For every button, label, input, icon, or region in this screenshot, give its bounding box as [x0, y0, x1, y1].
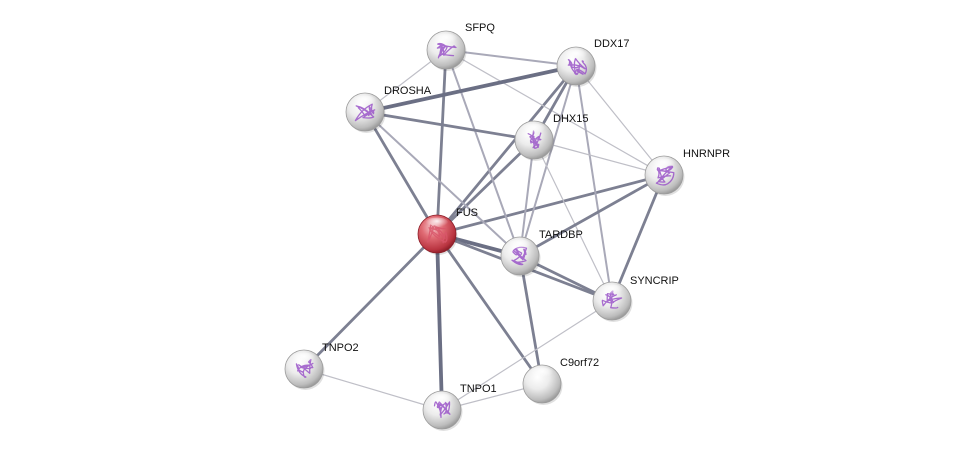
- edge-ddx17-tardbp[interactable]: [519, 65, 577, 257]
- edge-hnrnpr-tardbp[interactable]: [518, 173, 666, 258]
- node-hnrnpr[interactable]: HNRNPR: [644, 148, 730, 196]
- edge-syncrip-tnpo1[interactable]: [441, 300, 613, 411]
- node-label-sfpq: SFPQ: [465, 22, 495, 34]
- edge-drosha-tardbp[interactable]: [364, 111, 521, 257]
- edge-tnpo2-tnpo1[interactable]: [303, 368, 443, 411]
- node-tardbp[interactable]: TARDBP: [500, 229, 583, 277]
- node-label-tnpo1: TNPO1: [460, 383, 497, 395]
- node-label-ddx17: DDX17: [594, 38, 629, 50]
- node-label-fus: FUS: [456, 207, 478, 219]
- node-highlight: [564, 49, 588, 62]
- edge-fus-ddx17[interactable]: [435, 64, 578, 236]
- node-sfpq[interactable]: SFPQ: [426, 22, 495, 71]
- node-highlight: [353, 95, 377, 108]
- protein-structure-icon: [433, 401, 451, 419]
- node-highlight: [508, 239, 532, 252]
- node-label-c9orf72: C9orf72: [560, 357, 599, 369]
- node-c9orf72[interactable]: C9orf72: [522, 357, 599, 405]
- edge-fus-hnrnpr[interactable]: [435, 173, 666, 236]
- edge-fus-dhx15[interactable]: [435, 138, 536, 236]
- edge-dhx15-tardbp[interactable]: [519, 139, 535, 257]
- node-highlight: [425, 217, 449, 230]
- node-syncrip[interactable]: SYNCRIP: [592, 275, 679, 322]
- edge-tardbp-c9orf72[interactable]: [518, 254, 544, 386]
- node-tnpo2[interactable]: TNPO2: [284, 342, 359, 390]
- node-highlight: [430, 393, 454, 406]
- protein-structure-icon: [354, 103, 376, 122]
- edge-sfpq-ddx17[interactable]: [445, 49, 577, 67]
- node-label-syncrip: SYNCRIP: [630, 275, 679, 287]
- node-dhx15[interactable]: DHX15: [514, 113, 588, 161]
- edge-ddx17-syncrip[interactable]: [575, 65, 613, 302]
- node-label-hnrnpr: HNRNPR: [683, 148, 730, 160]
- node-label-drosha: DROSHA: [384, 85, 432, 97]
- edge-hnrnpr-syncrip[interactable]: [610, 173, 666, 303]
- edge-drosha-dhx15[interactable]: [363, 110, 536, 142]
- node-label-dhx15: DHX15: [553, 113, 588, 125]
- edge-dhx15-hnrnpr[interactable]: [533, 139, 665, 176]
- protein-structure-icon: [527, 130, 542, 149]
- node-label-tnpo2: TNPO2: [322, 342, 359, 354]
- edge-sfpq-hnrnpr[interactable]: [445, 49, 665, 176]
- edge-fus-drosha[interactable]: [363, 110, 439, 236]
- node-drosha[interactable]: DROSHA: [345, 85, 432, 133]
- edge-dhx15-syncrip[interactable]: [533, 139, 613, 302]
- node-highlight: [522, 123, 546, 136]
- edge-fus-tnpo2[interactable]: [302, 232, 439, 371]
- node-label-tardbp: TARDBP: [539, 229, 583, 241]
- node-highlight: [434, 33, 458, 46]
- edge-fus-sfpq[interactable]: [435, 48, 448, 236]
- node-fus[interactable]: FUS: [417, 207, 478, 255]
- protein-structure-icon: [436, 42, 457, 59]
- edge-ddx17-hnrnpr[interactable]: [575, 65, 665, 176]
- node-highlight: [600, 284, 624, 297]
- edge-sfpq-tardbp[interactable]: [445, 49, 521, 257]
- node-ddx17[interactable]: DDX17: [556, 38, 629, 87]
- node-tnpo1[interactable]: TNPO1: [422, 383, 497, 431]
- edge-fus-tnpo1[interactable]: [435, 232, 444, 412]
- edge-ddx17-drosha[interactable]: [363, 64, 578, 114]
- node-highlight: [292, 352, 316, 365]
- edge-fus-c9orf72[interactable]: [435, 232, 544, 386]
- node-highlight: [652, 158, 676, 171]
- node-highlight: [530, 367, 554, 380]
